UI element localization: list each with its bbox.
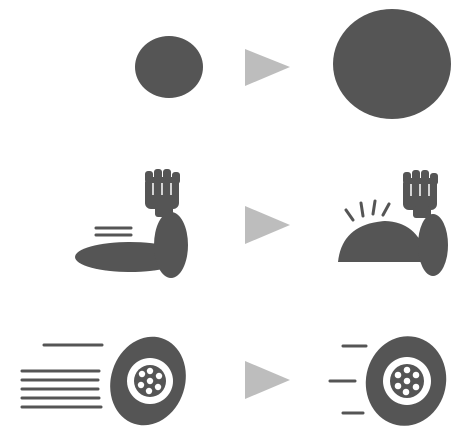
upper-arm-shape: [418, 214, 448, 276]
effort-line: [373, 201, 375, 214]
right-arrow-icon: [245, 361, 290, 399]
right-arrow-icon: [245, 206, 290, 244]
bicep-shape: [338, 221, 428, 262]
effort-line: [361, 203, 363, 216]
upper-arm-shape: [154, 212, 188, 278]
effort-line: [383, 204, 389, 215]
flexed-bicep-arm-icon: [338, 170, 448, 276]
fist-icon: [145, 169, 180, 217]
fast-wheel-icon: [22, 327, 197, 427]
row-1: [135, 9, 451, 119]
fist-icon: [403, 170, 438, 218]
slow-wheel-icon: [330, 329, 454, 427]
large-ball-icon: [333, 9, 451, 119]
small-ball-icon: [135, 36, 203, 98]
row-3: [22, 327, 454, 427]
relaxed-arm-icon: [75, 169, 188, 278]
effort-line: [346, 210, 353, 220]
right-arrow-icon: [245, 49, 290, 86]
row-2: [75, 169, 448, 278]
